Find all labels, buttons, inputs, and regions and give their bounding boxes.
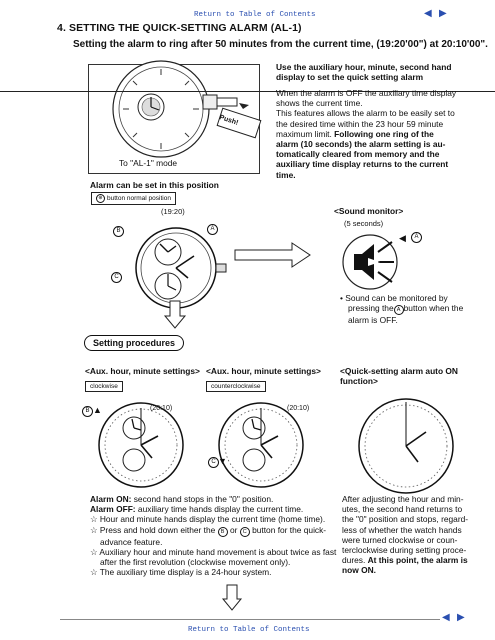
note-line: alarm is OFF.	[348, 315, 398, 326]
alarm-notes: Alarm ON: second hand stops in the "0" p…	[90, 494, 340, 577]
pointer-arrow-icon: ◀	[399, 233, 406, 243]
star-icon: ☆	[90, 524, 98, 535]
watch-auto-on-illustration	[358, 398, 454, 494]
star-icon: ☆	[90, 567, 98, 578]
note-line: Hour and minute hands display the curren…	[99, 514, 326, 525]
alarm-on-text: second hand stops in the "0" position.	[131, 494, 274, 504]
alarm-off-label: Alarm OFF:	[90, 504, 136, 515]
note-line: dures.	[342, 555, 366, 566]
alarm-position-label: Alarm can be set in this position	[90, 180, 219, 190]
crown-icon: ⊕	[96, 194, 105, 203]
button-b-icon: B	[82, 406, 93, 417]
aux-line: This features allows the alarm to be eas…	[276, 108, 455, 119]
button-a-icon: A	[393, 305, 404, 316]
note-line: utes, the second hand returns to	[342, 504, 463, 515]
left-triangle-icon[interactable]: ◀	[424, 8, 432, 19]
button-a-icon: A	[411, 232, 422, 243]
star-icon: ☆	[90, 546, 98, 557]
watch-clockwise-illustration	[98, 402, 184, 488]
left-triangle-icon[interactable]: ◀	[442, 612, 450, 623]
watch-clockwise-figure	[96, 400, 186, 490]
sound-monitor-note: • Sound can be monitored by pressing the…	[340, 293, 470, 325]
sound-monitor-duration: (5 seconds)	[344, 219, 384, 228]
crown-position-text: button normal position	[107, 195, 171, 202]
note-line: pressing the	[348, 303, 394, 314]
aux-display-heading: Use the auxiliary hour, minute, second h…	[276, 62, 452, 83]
aux-bold: alarm (10 seconds) the alarm setting is …	[276, 139, 446, 150]
note-bold: At this point, the alarm is	[367, 555, 468, 566]
return-to-toc-link-top[interactable]: Return to Table of Contents	[194, 11, 316, 19]
procedure-time-label: (20:10)	[287, 405, 310, 412]
page-title: 4. SETTING THE QUICK-SETTING ALARM (AL-1…	[57, 22, 302, 34]
note-line: Press and hold down either the	[99, 524, 216, 535]
aux-bold: tomatically cleared from memory and the	[276, 149, 440, 160]
down-arrow-icon	[221, 584, 243, 611]
note-line: advance feature.	[100, 536, 163, 547]
aux-bold: auxiliary time display returns to the cu…	[276, 159, 449, 170]
watch-auto-on-figure	[356, 396, 456, 496]
watch-closeup-illustration	[112, 60, 262, 158]
sound-monitor-title: <Sound monitor>	[334, 206, 404, 216]
speaker-sound-icon	[342, 234, 398, 290]
auto-on-notes: After adjusting the hour and min- utes, …	[342, 494, 472, 576]
aux-line: the desired time within the 23 hour 59 m…	[276, 118, 444, 129]
counterclockwise-box: counterclockwise	[206, 381, 266, 392]
main-watch-illustration	[135, 227, 227, 309]
note-line: or	[229, 524, 238, 535]
setting-procedures-pill: Setting procedures	[84, 335, 185, 351]
crown-position-box: ⊕ button normal position	[91, 192, 176, 205]
watch-counterclockwise-figure	[216, 400, 306, 490]
down-arrow-icon	[163, 300, 187, 329]
procedure-time-label: (20:10)	[150, 405, 173, 412]
note-line: button for the quick-	[252, 524, 327, 535]
watch-counterclockwise-illustration	[218, 402, 304, 488]
pointer-arrow-icon: ▼	[218, 456, 227, 466]
aux-line: maximum limit.	[276, 128, 332, 139]
aux-bold: Following one ring of the	[334, 128, 434, 139]
aux-line: When the alarm is OFF the auxiliary time…	[276, 88, 457, 98]
note-line: The auxiliary time display is a 24-hour …	[99, 567, 272, 578]
note-line: the "0" position and stops, regard-	[342, 514, 469, 525]
main-watch-figure	[116, 216, 236, 316]
star-icon: ☆	[90, 514, 98, 525]
clockwise-box: clockwise	[85, 381, 123, 392]
alarm-time-label: (19:20)	[161, 207, 185, 216]
note-line: terclockwise during setting proce-	[342, 545, 467, 556]
col3-title: <Quick-setting alarm auto ON function>	[340, 366, 458, 387]
watch-crown-figure: Push! To "AL-1" mode	[88, 60, 262, 174]
mode-label: To "AL-1" mode	[119, 158, 178, 168]
alarm-on-label: Alarm ON:	[90, 494, 132, 504]
button-c-icon: C	[239, 526, 250, 537]
button-b-icon: B	[217, 526, 228, 537]
button-a-icon: A	[207, 224, 218, 235]
note-line: less of whether the watch hands	[342, 524, 462, 535]
right-triangle-icon[interactable]: ▶	[457, 612, 465, 623]
return-to-toc-link-bottom[interactable]: Return to Table of Contents	[188, 626, 310, 634]
page-subtitle: Setting the alarm to ring after 50 minut…	[73, 39, 488, 50]
note-line: Sound can be monitored by	[345, 293, 448, 303]
bottom-divider	[60, 619, 440, 620]
note-line: Auxiliary hour and minute hand movement …	[99, 546, 337, 557]
button-b-icon: B	[113, 226, 124, 237]
button-c-icon: C	[111, 272, 122, 283]
aux-line: shows the current time.	[276, 98, 363, 109]
col1-title: <Aux. hour, minute settings>	[85, 366, 200, 376]
right-arrow-icon	[234, 242, 311, 268]
alarm-off-text: auxiliary time hands display the current…	[135, 504, 304, 515]
aux-bold: time.	[276, 169, 296, 180]
note-line: button when the	[403, 303, 464, 314]
scan-rule-line	[0, 91, 495, 92]
button-c-icon: C	[208, 457, 219, 468]
note-line: after the first revolution (clockwise mo…	[100, 557, 291, 568]
col2-title: <Aux. hour, minute settings>	[206, 366, 321, 376]
note-bold: now ON.	[342, 565, 376, 576]
aux-display-body: When the alarm is OFF the auxiliary time…	[276, 88, 461, 180]
note-line: were turned clockwise or coun-	[342, 534, 458, 545]
pointer-arrow-icon: ▲	[93, 405, 102, 415]
note-line: After adjusting the hour and min-	[342, 494, 464, 504]
right-triangle-icon[interactable]: ▶	[439, 8, 447, 19]
